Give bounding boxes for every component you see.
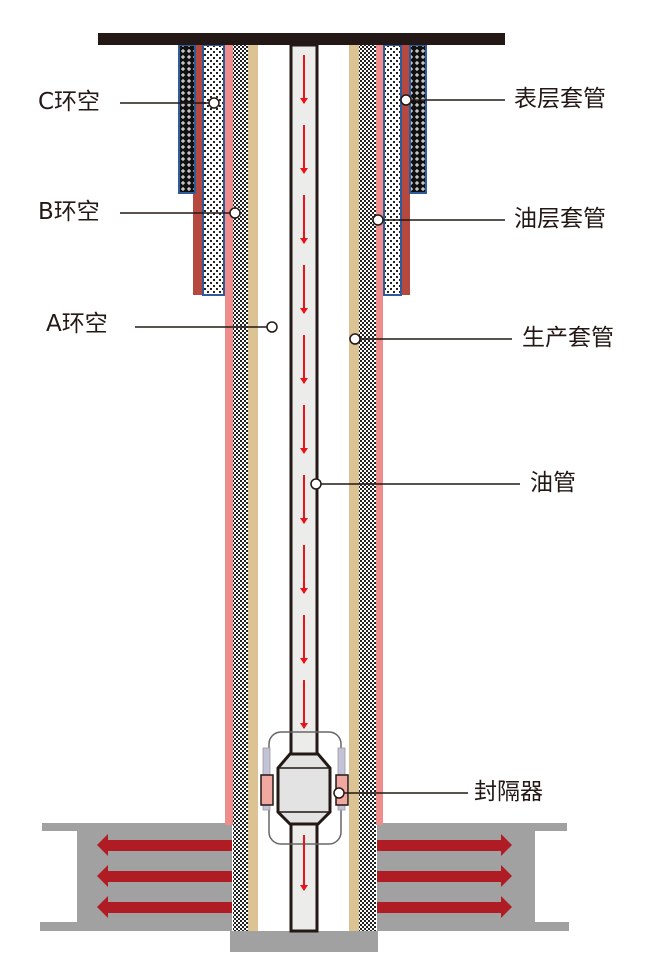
label-production-casing: 生产套管 bbox=[522, 325, 614, 351]
label-a-annulus: A环空 bbox=[46, 311, 108, 337]
cement-left bbox=[233, 45, 248, 931]
label-b-annulus: B环空 bbox=[38, 199, 100, 225]
label-surface-casing: 表层套管 bbox=[514, 86, 606, 112]
arrow-right bbox=[377, 896, 512, 918]
production-casing-right bbox=[375, 45, 383, 825]
leader-lines bbox=[120, 94, 520, 799]
oil-casing-right bbox=[401, 45, 410, 295]
surface-casing-left bbox=[178, 44, 196, 194]
casing-wall-left bbox=[248, 45, 258, 931]
label-c-annulus: C环空 bbox=[38, 89, 101, 115]
well-bottom-block bbox=[230, 931, 378, 952]
label-oil-casing: 油层套管 bbox=[514, 206, 606, 232]
production-casing-left bbox=[225, 45, 233, 825]
arrow-left bbox=[97, 834, 232, 856]
injection-arrows bbox=[97, 834, 512, 918]
arrow-right bbox=[377, 865, 512, 887]
cement-right bbox=[359, 45, 376, 931]
label-tubing: 油管 bbox=[530, 470, 576, 496]
b-annulus-fill-right bbox=[383, 44, 402, 296]
b-annulus-fill-left bbox=[202, 44, 225, 296]
wellhead-plate bbox=[98, 33, 505, 45]
label-packer: 封隔器 bbox=[474, 779, 543, 805]
packer bbox=[260, 731, 349, 845]
arrow-left bbox=[97, 896, 232, 918]
arrow-right bbox=[377, 834, 512, 856]
arrow-left bbox=[97, 865, 232, 887]
casing-wall-right bbox=[349, 45, 359, 931]
surface-casing-right bbox=[409, 44, 427, 194]
oil-casing-left bbox=[193, 45, 203, 295]
